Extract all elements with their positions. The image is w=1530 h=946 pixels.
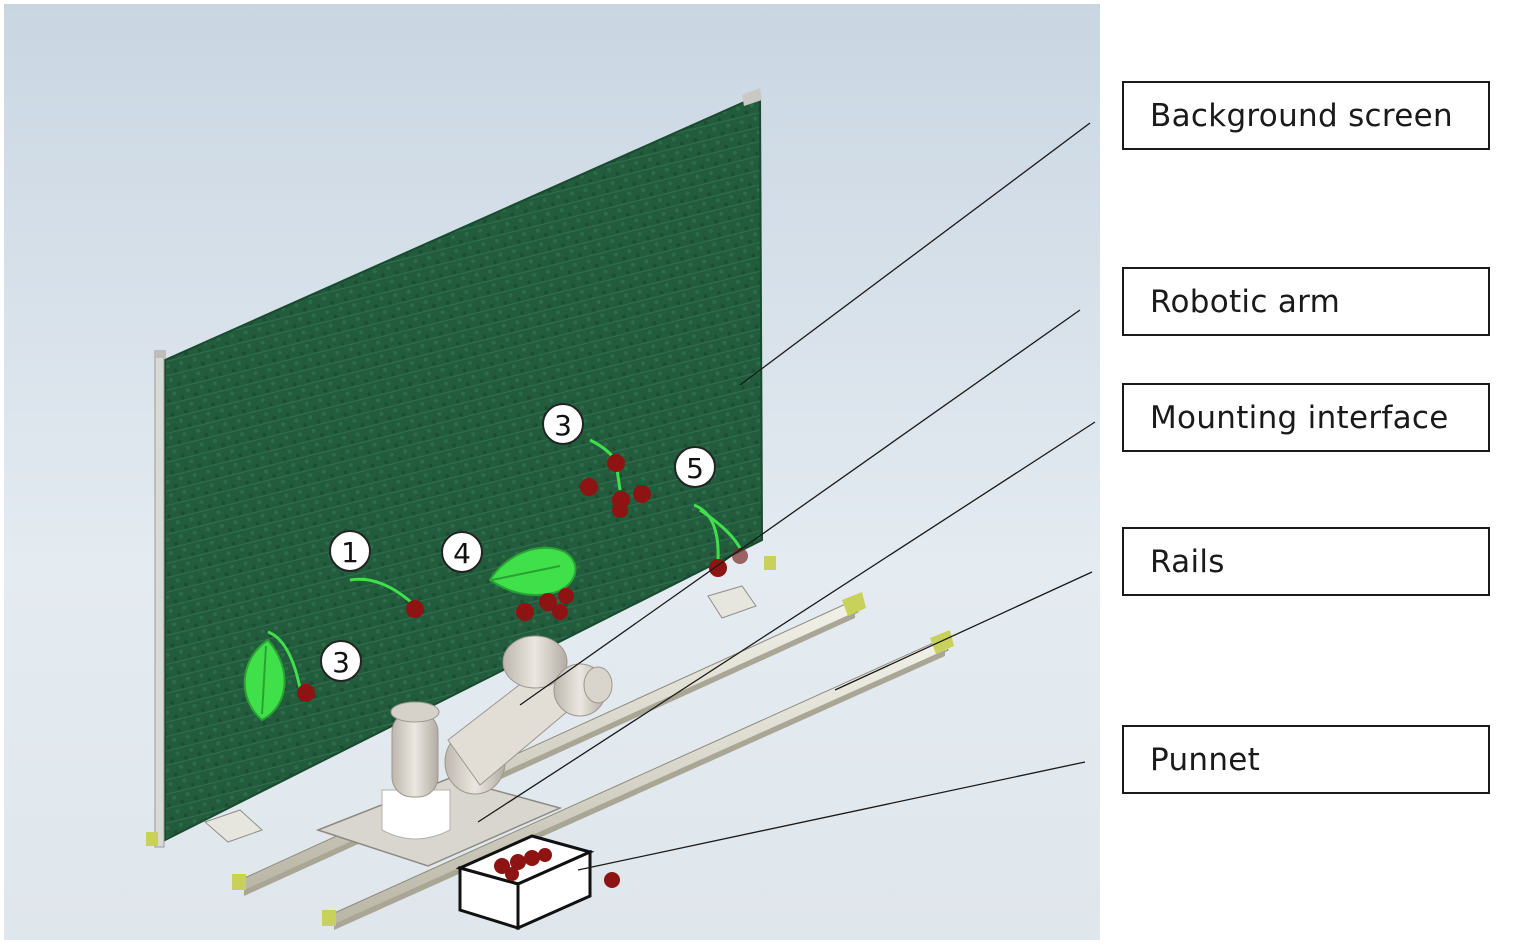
svg-text:1: 1 [341,536,359,569]
leader-lines [477,122,1096,871]
label-robotic-arm: Robotic arm [1122,267,1490,336]
svg-text:3: 3 [554,409,572,442]
label-rails: Rails [1122,527,1490,596]
leader-background-screen [739,122,1091,386]
svg-text:3: 3 [332,646,350,679]
label-mounting-interface: Mounting interface [1122,383,1490,452]
marker-5: 5 [674,446,716,488]
leader-punnet [577,761,1086,871]
punnet [455,834,620,931]
svg-text:4: 4 [453,537,471,570]
strawberry-plants [243,438,748,722]
label-punnet: Punnet [1122,725,1490,794]
leader-mounting-interface [477,421,1096,823]
marker-3-lower: 3 [320,640,362,682]
robotic-arm [381,635,613,840]
background-screen [146,88,776,848]
marker-4: 4 [441,531,483,573]
leader-rails [834,571,1093,691]
label-background-screen: Background screen [1122,81,1490,150]
svg-text:5: 5 [686,452,704,485]
marker-3-upper: 3 [542,403,584,445]
leader-robotic-arm [519,309,1081,706]
marker-1: 1 [329,530,371,572]
